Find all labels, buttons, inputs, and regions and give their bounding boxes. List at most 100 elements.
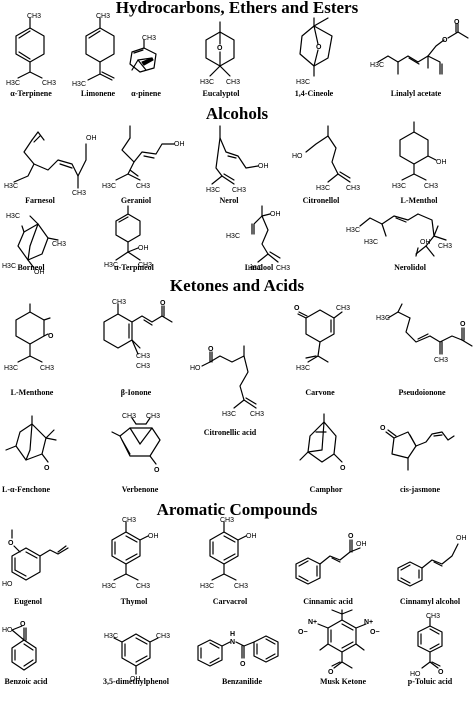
label-carvone: Carvone	[305, 388, 335, 397]
label-cis-jasmone: cis-jasmone	[400, 485, 440, 494]
atom-label: H3C	[6, 213, 20, 220]
structure-cis-jasmone: O	[374, 418, 464, 482]
atom-label: CH3	[424, 183, 438, 190]
structure-linalool: OH H3C H3C CH3	[226, 204, 306, 272]
structure-borneol: OH H3C CH3 H3C	[2, 210, 72, 276]
label-menthone: L-Menthone	[10, 388, 54, 397]
structure-verbenone: O CH3 CH3	[110, 410, 174, 484]
atom-label: OH	[356, 541, 367, 548]
atom-label: H	[230, 631, 235, 638]
atom-label: N+	[364, 619, 373, 626]
atom-label: H3C	[296, 79, 310, 86]
label-cineole: 1,4-Cineole	[294, 89, 334, 98]
label-citronellol: Citronellol	[302, 196, 340, 205]
atom-label: O	[160, 300, 166, 307]
label-toluic-acid: p-Toluic acid	[407, 677, 453, 686]
atom-label: O	[48, 333, 54, 340]
label-menthol: L-Menthol	[400, 196, 438, 205]
structure-nerolidol: H3C H3C OH CH3	[346, 206, 456, 266]
atom-label: OH	[34, 269, 45, 276]
atom-label: O	[328, 669, 334, 676]
label-alpha-pinene: α-pinene	[131, 89, 161, 98]
atom-label: H3C	[104, 262, 118, 269]
atom-label: OH	[130, 676, 141, 683]
label-verbenone: Verbenone	[121, 485, 159, 494]
structure-citronellol: HO H3C CH3	[292, 122, 362, 194]
atom-label: CH3	[220, 517, 234, 524]
label-linalyl-acetate: Linalyl acetate	[390, 89, 442, 98]
atom-label: CH3	[142, 35, 156, 42]
atom-label: OH	[246, 533, 257, 540]
structure-toluic-acid: CH3 HO O	[404, 612, 464, 684]
structure-benzoic-acid: O HO	[2, 618, 62, 698]
label-thymol: Thymol	[120, 597, 148, 606]
structure-dimethylphenol: H3C CH3 OH	[104, 626, 176, 683]
atom-label: O−	[298, 629, 308, 636]
atom-label: OH	[86, 135, 97, 142]
atom-label: H3C	[226, 233, 240, 240]
section-title-hydrocarbons: Hydrocarbons, Ethers and Esters	[115, 0, 359, 17]
atom-label: H3C	[316, 185, 330, 192]
label-beta-ionone: β-Ionone	[120, 388, 152, 397]
structure-menthone: O H3C CH3	[4, 300, 64, 376]
atom-label: O	[438, 669, 444, 676]
structure-alpha-pinene: CH3	[122, 34, 172, 84]
structure-limonene: CH3 H3C	[72, 13, 132, 89]
atom-label: O	[460, 321, 466, 328]
atom-label: O	[340, 465, 346, 472]
label-camphor: Camphor	[309, 485, 343, 494]
structure-benzanilide: N H O	[196, 630, 288, 674]
atom-label: CH3	[136, 363, 150, 370]
label-geraniol: Geraniol	[120, 196, 152, 205]
atom-label: CH3	[434, 357, 448, 364]
atom-label: O−	[370, 629, 380, 636]
structure-fenchone: O	[2, 410, 72, 484]
atom-label: O	[316, 44, 322, 51]
atom-label: CH3	[138, 262, 152, 269]
atom-label: O	[348, 533, 354, 540]
atom-label: CH3	[226, 79, 240, 86]
atom-label: CH3	[112, 299, 126, 306]
structure-beta-ionone: O CH3 CH3 CH3	[94, 299, 184, 380]
label-limonene: Limonene	[80, 89, 116, 98]
structure-eucalyptol: O H3C CH3	[196, 18, 256, 86]
atom-label: OH	[258, 163, 269, 170]
atom-label: CH3	[40, 365, 54, 372]
section-title-aromatics: Aromatic Compounds	[156, 500, 318, 519]
label-citronellic-acid: Citronellic acid	[203, 428, 257, 437]
atom-label: CH3	[426, 613, 440, 620]
label-nerol: Nerol	[219, 196, 239, 205]
atom-label: O	[44, 465, 50, 472]
label-benzanilide: Benzanilide	[221, 677, 263, 686]
atom-label: CH3	[336, 305, 350, 312]
structure-eugenol: O HO	[2, 524, 82, 590]
atom-label: N+	[308, 619, 317, 626]
atom-label: CH3	[346, 185, 360, 192]
structure-carvone: O CH3 H3C	[294, 296, 354, 380]
atom-label: CH3	[96, 13, 110, 20]
atom-label: H3C	[200, 583, 214, 590]
atom-label: HO	[190, 365, 201, 372]
atom-label: H3C	[206, 187, 220, 194]
atom-label: HO	[2, 581, 13, 588]
atom-label: CH3	[234, 583, 248, 590]
label-fenchone: L-α-Fenchone	[1, 485, 51, 494]
atom-label: H3C	[346, 227, 360, 234]
atom-label: CH3	[136, 183, 150, 190]
structure-alpha-terpinene: CH3 H3C CH3	[6, 13, 68, 89]
atom-label: CH3	[122, 517, 136, 524]
atom-label: OH	[138, 245, 149, 252]
atom-label: HO	[410, 671, 421, 678]
label-alpha-terpinene: α-Terpinene	[10, 89, 52, 98]
atom-label: O	[454, 19, 460, 26]
structure-thymol: OH CH3 H3C CH3	[100, 517, 170, 596]
atom-label: CH3	[156, 633, 170, 640]
atom-label: H3C	[392, 183, 406, 190]
structure-farnesol: OH H3C CH3	[4, 126, 104, 197]
label-musk-ketone: Musk Ketone	[320, 677, 366, 686]
structure-cineole: O H3C	[292, 14, 352, 88]
label-eugenol: Eugenol	[13, 597, 43, 606]
atom-label: OH	[436, 159, 447, 166]
structure-carvacrol: OH CH3 H3C CH3	[198, 517, 268, 596]
atom-label: O	[442, 37, 448, 44]
